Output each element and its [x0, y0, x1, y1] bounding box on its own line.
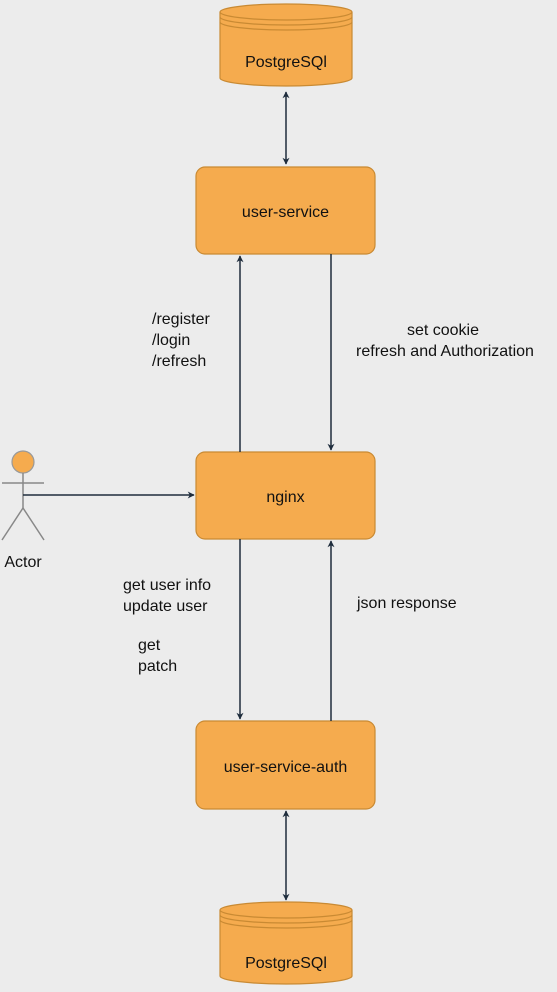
nginx-label: nginx: [266, 489, 304, 506]
edge-label-user-service-routes: /register /login /refresh: [152, 311, 210, 370]
route-register: /register: [152, 311, 210, 328]
method-get: get: [138, 637, 161, 654]
user-service-label: user-service: [242, 204, 329, 221]
edge-label-json-response: json response: [356, 595, 457, 612]
route-login: /login: [152, 332, 190, 349]
actor-head-icon: [11, 450, 35, 474]
user-service-auth-label: user-service-auth: [224, 759, 348, 776]
refresh-authorization-text: refresh and Authorization: [356, 343, 534, 360]
postgres-db-top[interactable]: PostgreSQl: [219, 3, 353, 87]
json-response-text: json response: [356, 595, 457, 612]
user-service-node[interactable]: user-service: [195, 166, 376, 255]
op-update-user: update user: [123, 598, 208, 615]
postgres-db-bottom[interactable]: PostgreSQl: [219, 901, 353, 985]
actor-label: Actor: [4, 554, 42, 571]
actor-figure[interactable]: Actor: [1, 450, 45, 571]
user-service-auth-node[interactable]: user-service-auth: [195, 720, 376, 810]
op-get-user-info: get user info: [123, 577, 211, 594]
route-refresh: /refresh: [152, 353, 206, 370]
nginx-node[interactable]: nginx: [195, 451, 376, 540]
edge-label-set-cookie: set cookie refresh and Authorization: [356, 322, 534, 360]
set-cookie-text: set cookie: [407, 322, 479, 339]
method-patch: patch: [138, 658, 177, 675]
postgres-db-top-label: PostgreSQl: [245, 54, 327, 71]
postgres-db-bottom-label: PostgreSQl: [245, 955, 327, 972]
edge-label-auth-operations: get user info update user get patch: [123, 577, 211, 675]
